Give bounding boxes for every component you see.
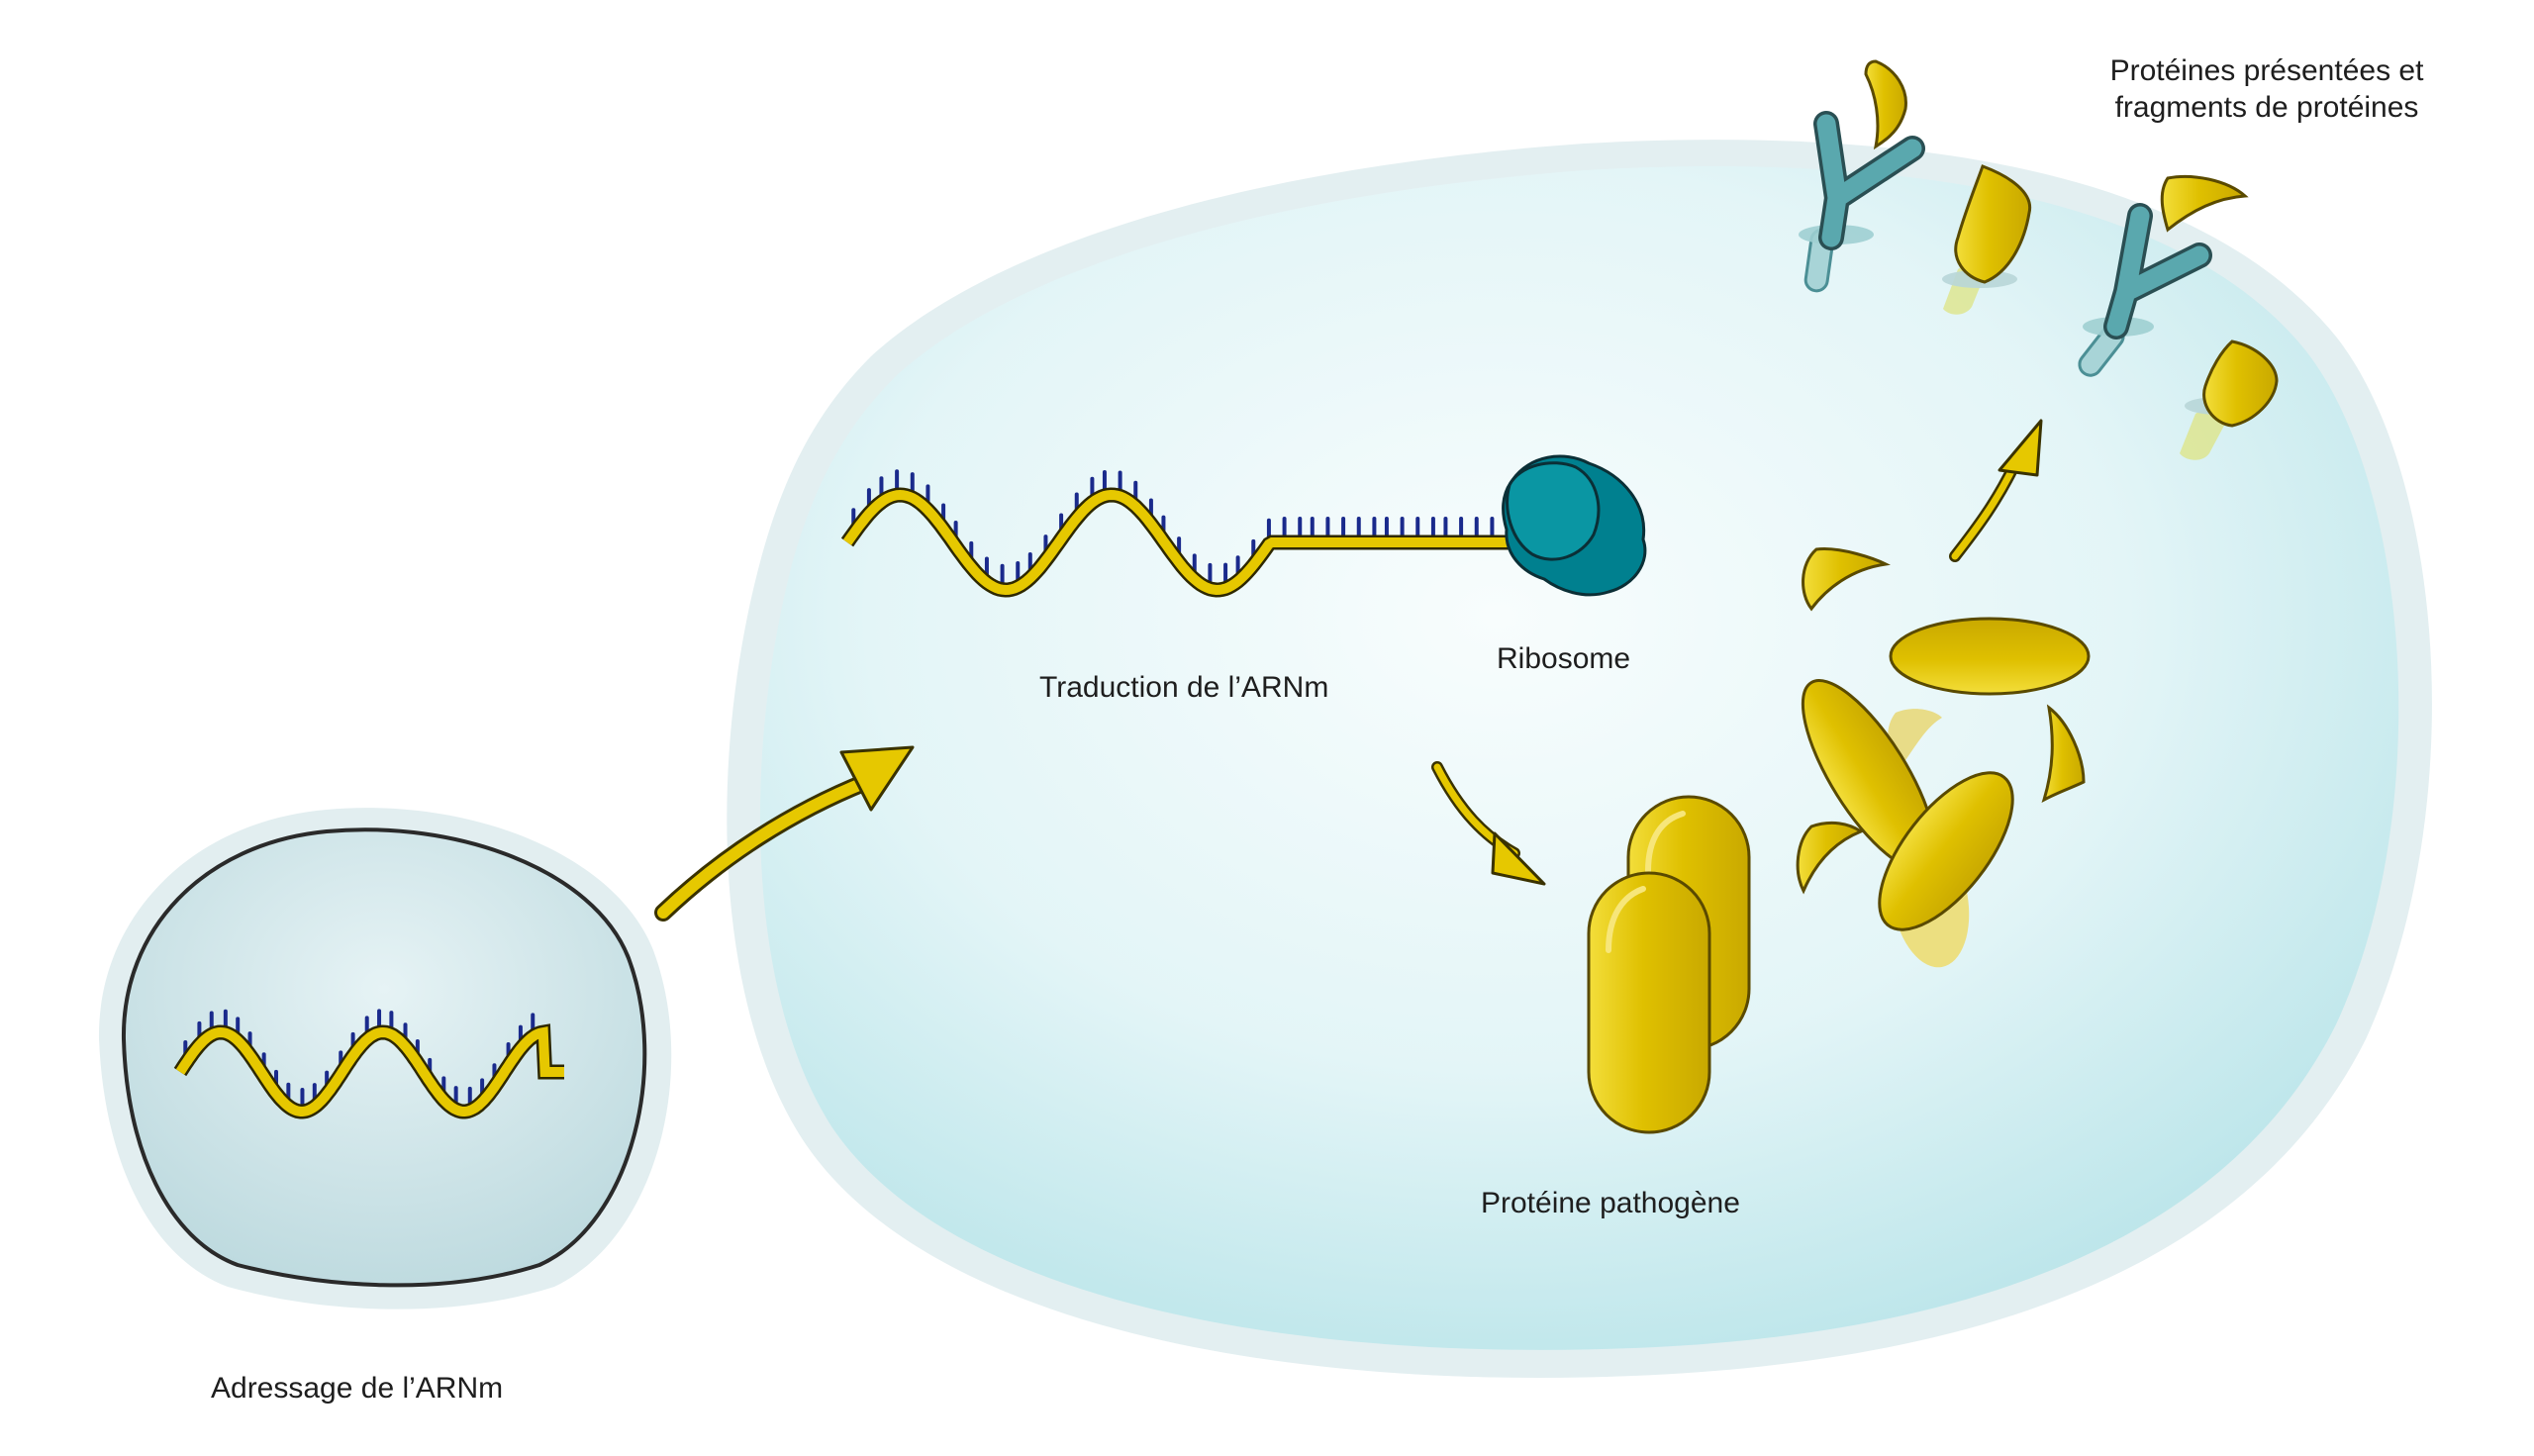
mrna-strand-icon: [173, 1009, 564, 1119]
protein-fragments: [1796, 547, 2091, 968]
ribosome-label: Ribosome: [1497, 642, 1631, 675]
lipid-vesicle: [98, 808, 672, 1310]
mrna-ribbon: [842, 489, 1529, 596]
arrow-icon: [1949, 419, 2043, 562]
presented-protein: [2180, 340, 2279, 460]
mrna-translation-label: Traduction de l’ARNm: [1039, 671, 1329, 704]
vesicle-body: [121, 827, 647, 1288]
mrna-ribbon: [175, 1026, 564, 1116]
protein-fragments: [1864, 59, 2249, 233]
protein-icon: [1587, 871, 1711, 1134]
mhc-receptor-icon: [2078, 203, 2212, 377]
presented-proteins-label: Protéines présentées et fragments de pro…: [2109, 54, 2424, 124]
cell-cytoplasm: [759, 165, 2399, 1350]
ribosome-icon: [1502, 454, 1647, 597]
presented-protein: [1942, 164, 2032, 315]
arrow-icon: [654, 745, 915, 922]
pathogen-protein-label: Protéine pathogène: [1481, 1187, 1740, 1219]
mrna-delivery-label: Adressage de l’ARNm: [211, 1372, 504, 1405]
cell: [727, 140, 2432, 1378]
mhc-receptor-icon: [1799, 111, 1925, 293]
arrow-icon: [1431, 761, 1546, 886]
